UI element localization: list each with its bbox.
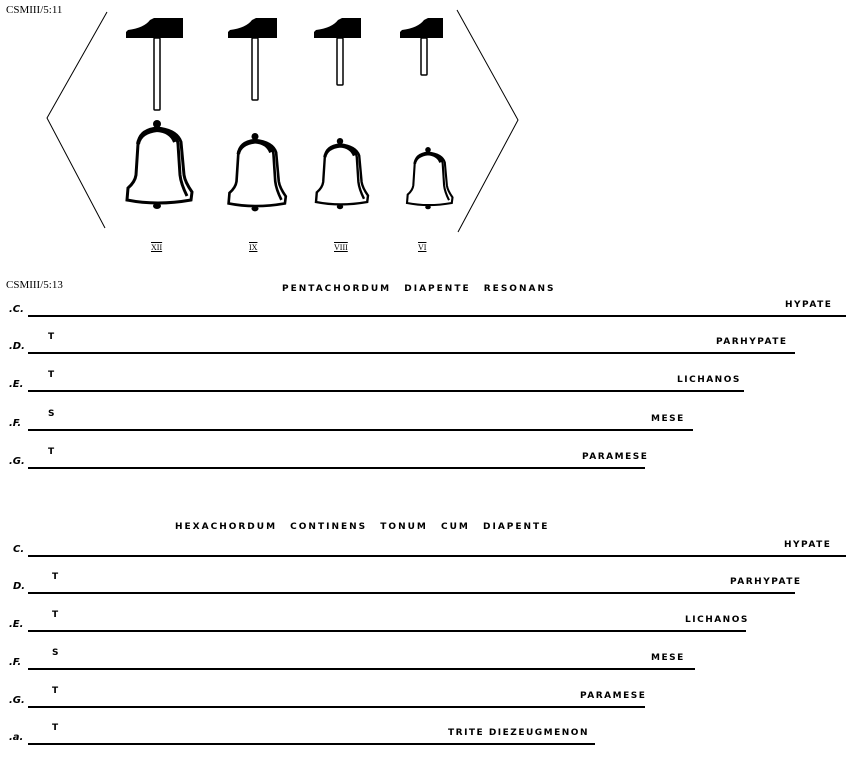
hexachord-title: HEXACHORDUM CONTINENS TONUM CUM DIAPENTE bbox=[175, 522, 550, 532]
string-name: MESE bbox=[651, 653, 685, 663]
string-line bbox=[28, 706, 645, 708]
note-letter: .F. bbox=[9, 657, 22, 668]
note-letter: D. bbox=[13, 581, 26, 592]
string-line bbox=[28, 390, 744, 392]
bell-size-label: VIII bbox=[334, 243, 348, 252]
figure-reference: CSMIII/5:11 bbox=[6, 4, 63, 16]
bell-icon bbox=[227, 133, 288, 212]
string-line bbox=[28, 429, 693, 431]
note-letter: C. bbox=[13, 544, 25, 555]
note-letter: .C. bbox=[9, 304, 24, 315]
string-name: HYPATE bbox=[785, 300, 833, 310]
string-name: PARAMESE bbox=[582, 452, 649, 462]
string-line bbox=[28, 743, 595, 745]
string-line bbox=[28, 592, 795, 594]
string-name: MESE bbox=[651, 414, 685, 424]
interval-step: T bbox=[52, 723, 59, 733]
interval-step: T bbox=[48, 332, 55, 342]
interval-step: T bbox=[52, 686, 59, 696]
string-line bbox=[28, 315, 846, 317]
bell-icon bbox=[314, 138, 370, 210]
string-line bbox=[28, 467, 645, 469]
hammer-icon bbox=[400, 18, 443, 76]
note-letter: .E. bbox=[9, 619, 24, 630]
string-name: PARAMESE bbox=[580, 691, 647, 701]
string-line bbox=[28, 630, 746, 632]
left-bracket bbox=[46, 11, 108, 229]
interval-step: T bbox=[52, 610, 59, 620]
interval-step: S bbox=[48, 409, 55, 419]
note-letter: .E. bbox=[9, 379, 24, 390]
bell-size-label: XII bbox=[151, 243, 163, 252]
interval-step: T bbox=[52, 572, 59, 582]
note-letter: .D. bbox=[9, 341, 25, 352]
note-letter: .G. bbox=[9, 456, 25, 467]
string-name: PARHYPATE bbox=[716, 337, 788, 347]
string-line bbox=[28, 555, 846, 557]
interval-step: T bbox=[48, 447, 55, 457]
interval-step: S bbox=[52, 648, 59, 658]
hammer-icon bbox=[228, 18, 277, 101]
hammers-and-bells-illustration bbox=[46, 9, 519, 233]
string-name: LICHANOS bbox=[685, 615, 749, 625]
string-name: LICHANOS bbox=[677, 375, 741, 385]
right-bracket bbox=[456, 9, 519, 233]
pentachord-title: PENTACHORDUM DIAPENTE RESONANS bbox=[282, 284, 556, 294]
figure-reference: CSMIII/5:13 bbox=[6, 279, 63, 291]
string-line bbox=[28, 668, 695, 670]
string-name: HYPATE bbox=[784, 540, 832, 550]
hammer-icon bbox=[314, 18, 361, 86]
string-name: PARHYPATE bbox=[730, 577, 802, 587]
bell-size-label: VI bbox=[418, 243, 427, 252]
hammer-icon bbox=[126, 18, 183, 111]
bell-icon bbox=[405, 147, 454, 210]
note-letter: .G. bbox=[9, 695, 25, 706]
bell-icon bbox=[125, 120, 194, 209]
note-letter: .a. bbox=[9, 732, 24, 743]
note-letter: .F. bbox=[9, 418, 22, 429]
string-name: TRITE DIEZEUGMENON bbox=[448, 728, 589, 738]
interval-step: T bbox=[48, 370, 55, 380]
string-line bbox=[28, 352, 795, 354]
bell-size-label: IX bbox=[249, 243, 258, 252]
